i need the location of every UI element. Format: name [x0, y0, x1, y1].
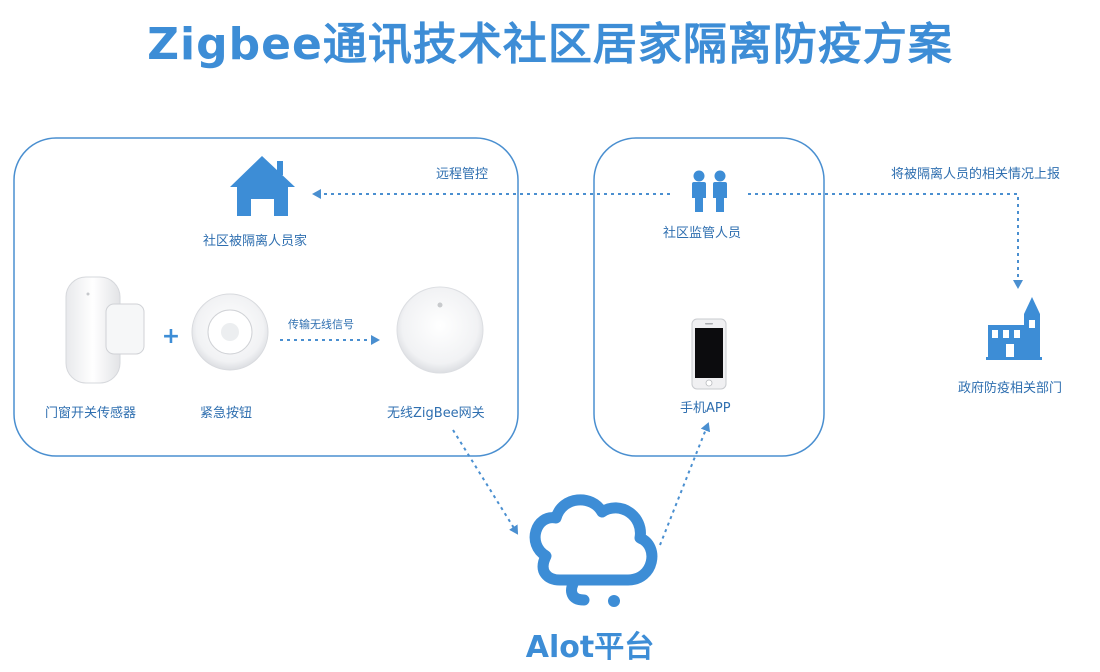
wireless-signal-label: 传输无线信号: [288, 318, 354, 331]
community-staff-label: 社区监管人员: [663, 226, 742, 241]
platform-label: Alot平台: [525, 630, 655, 665]
page-title: Zigbee通讯技术社区居家隔离防疫方案: [147, 19, 953, 70]
remote-control-label: 远程管控: [436, 167, 489, 182]
gateway-label: 无线ZigBee网关: [387, 406, 485, 421]
arrow-cloud-to-app: [659, 422, 711, 546]
isolated-home-label: 社区被隔离人员家: [203, 234, 308, 249]
report-label: 将被隔离人员的相关情况上报: [891, 167, 1061, 182]
gateway-device: [396, 286, 484, 374]
home-devices-box: [13, 137, 519, 457]
door-sensor-device: [65, 276, 145, 384]
gov-dept-label: 政府防疫相关部门: [958, 381, 1063, 396]
cloud-icon: [529, 494, 658, 606]
community-box: [593, 137, 825, 457]
emergency-button-label: 紧急按钮: [200, 406, 253, 421]
cloud-dot: [608, 595, 620, 607]
emergency-button-device: [191, 293, 269, 371]
house-icon: [230, 156, 295, 216]
arrow-gateway-to-cloud: [452, 429, 519, 535]
arrow-report: [748, 193, 1023, 289]
phone-icon: [691, 318, 727, 390]
plus-sign: +: [162, 324, 180, 349]
mobile-app-label: 手机APP: [680, 401, 731, 416]
government-building-icon: [986, 297, 1042, 360]
people-icon: [692, 170, 727, 212]
door-sensor-label: 门窗开关传感器: [45, 406, 137, 421]
